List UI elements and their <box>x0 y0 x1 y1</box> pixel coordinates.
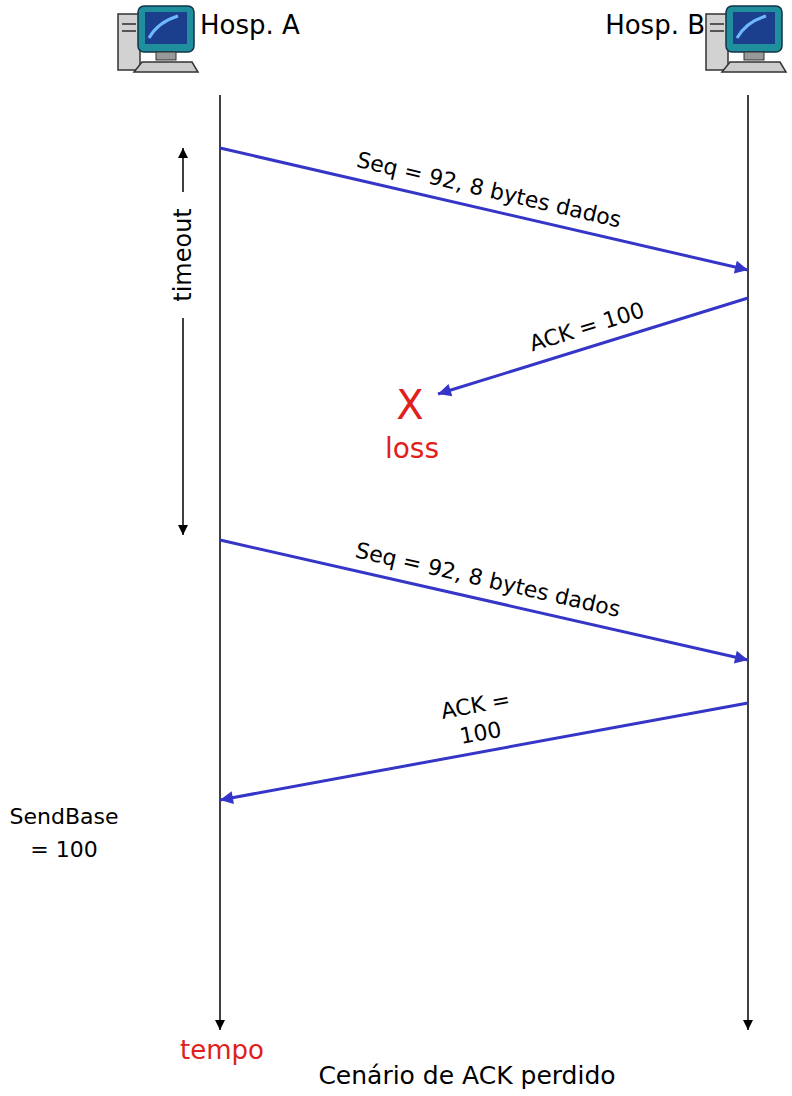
figure-caption: Cenário de ACK perdido <box>318 1060 615 1091</box>
segment-arrow <box>220 148 748 270</box>
host-name: Hosp. A <box>200 10 300 41</box>
timeline <box>747 95 749 1030</box>
host-label: Hosp. B <box>605 10 705 41</box>
timeout-bracket <box>182 148 184 192</box>
computer-icon <box>118 6 198 72</box>
timeline <box>219 95 221 1030</box>
annotation-label: tempo <box>180 1034 264 1067</box>
host-name: Hosp. B <box>605 10 705 41</box>
annotation-label: loss <box>385 431 439 466</box>
annotation-label: X <box>396 380 423 430</box>
computer-icon <box>706 6 786 72</box>
annotation-label: SendBase = 100 <box>4 800 124 866</box>
segment-arrow <box>220 540 748 660</box>
host-label: Hosp. A <box>200 10 300 41</box>
timeout-bracket <box>182 318 184 535</box>
segment-label: ACK = 100 <box>431 684 526 754</box>
annotation-label: timeout <box>168 208 198 302</box>
